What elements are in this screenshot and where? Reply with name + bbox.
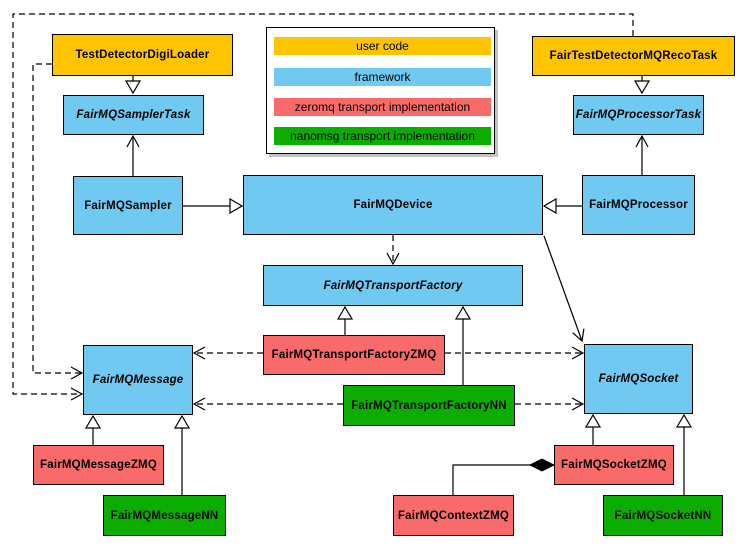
node-fairmq-socket: FairMQSocket — [584, 344, 693, 414]
node-test-detector-digi-loader: TestDetectorDigiLoader — [52, 34, 233, 76]
edge-comp-contextzmq-socketzmq — [452, 465, 554, 495]
edge-assoc-device-socket — [543, 235, 582, 341]
edge-dep-recotask-message — [12, 13, 634, 394]
node-fairmq-sampler: FairMQSampler — [73, 176, 183, 235]
node-fairmq-processor-task: FairMQProcessorTask — [573, 95, 704, 135]
node-fairmq-socket-zmq: FairMQSocketZMQ — [554, 445, 674, 485]
legend-item-nanomsg: nanomsg transport implementation — [274, 127, 491, 145]
node-fairmq-message-zmq: FairMQMessageZMQ — [33, 445, 164, 485]
node-fair-test-detector-mq-reco-task: FairTestDetectorMQRecoTask — [532, 36, 735, 76]
node-fairmq-socket-nn: FairMQSocketNN — [603, 495, 723, 536]
edge-dep-digiloader-message — [32, 63, 82, 373]
legend-item-user-code: user code — [274, 37, 491, 55]
legend-item-framework: framework — [274, 68, 491, 86]
node-fairmq-device: FairMQDevice — [243, 175, 543, 235]
node-fairmq-message-nn: FairMQMessageNN — [103, 495, 226, 536]
legend-box: user code framework zeromq transport imp… — [266, 27, 495, 154]
node-fairmq-transport-factory: FairMQTransportFactory — [263, 265, 523, 306]
node-fairmq-context-zmq: FairMQContextZMQ — [393, 495, 514, 536]
node-fairmq-transport-factory-nn: FairMQTransportFactoryNN — [343, 385, 515, 426]
node-fairmq-sampler-task: FairMQSamplerTask — [63, 95, 204, 135]
node-fairmq-processor: FairMQProcessor — [582, 175, 695, 235]
node-fairmq-message: FairMQMessage — [83, 345, 193, 415]
legend-item-zeromq: zeromq transport implementation — [274, 98, 491, 116]
node-fairmq-transport-factory-zmq: FairMQTransportFactoryZMQ — [263, 335, 445, 375]
